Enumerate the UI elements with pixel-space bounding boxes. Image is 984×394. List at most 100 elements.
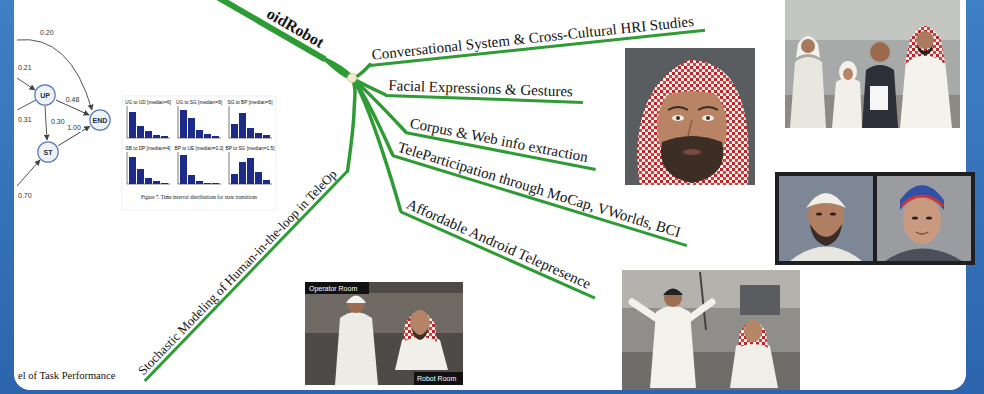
histogram-figure xyxy=(196,130,203,138)
teleoperation-video xyxy=(305,293,463,333)
histogram-figure xyxy=(137,126,144,138)
branch-topic: Facial Expressions & Gestures xyxy=(385,77,583,103)
lab-photo xyxy=(690,302,712,318)
histogram-figure xyxy=(255,133,262,138)
robot-face-photo xyxy=(655,77,730,100)
state-circle: END xyxy=(89,109,111,131)
crowd-photo xyxy=(796,36,820,58)
branch-topic: Stochastic Modeling of Human-in-the-loop… xyxy=(134,160,350,382)
crowd-photo xyxy=(870,86,888,110)
node-text: oidRobot xyxy=(264,5,327,51)
video-call-photo xyxy=(790,247,862,262)
histogram-figure xyxy=(204,134,211,138)
teleoperation-video xyxy=(403,311,437,342)
teleoperation-video xyxy=(305,282,463,385)
state-outline xyxy=(90,110,110,130)
state-diagram-lines xyxy=(17,78,35,90)
robot-face-photo xyxy=(683,149,701,155)
histogram-figure xyxy=(180,155,187,184)
branch-topic: Conversational System & Cross-Cultural H… xyxy=(368,11,705,66)
crowd-photo xyxy=(832,78,862,128)
histogram-figure xyxy=(239,113,246,138)
state-diagram-lines xyxy=(17,40,92,110)
robot-face-photo xyxy=(672,115,684,121)
state-outline xyxy=(35,85,55,105)
histogram-figure xyxy=(231,124,238,138)
histogram-figure xyxy=(161,183,168,184)
histogram-figure xyxy=(239,162,246,184)
crowd-photo xyxy=(839,61,857,83)
video-call-photo xyxy=(779,176,873,261)
crowd-photo xyxy=(862,65,898,128)
chart-panel-title: SG to BP [median=5] xyxy=(227,100,272,105)
histogram-figure xyxy=(212,183,219,184)
crowd-photo xyxy=(905,26,945,64)
video-call-photo xyxy=(912,216,918,219)
histogram-figure xyxy=(137,169,144,184)
root-branch-line xyxy=(216,0,259,21)
video-call-photo xyxy=(806,193,846,208)
histogram-figure xyxy=(204,183,211,184)
lab-photo xyxy=(622,270,800,390)
video-call-photo xyxy=(816,212,822,215)
video-call-photo xyxy=(916,232,928,234)
histogram-figure xyxy=(153,181,160,184)
transition-probability: 0.20 xyxy=(40,29,54,37)
crowd-photo xyxy=(785,0,960,128)
lab-photo xyxy=(744,320,762,342)
hub-dot xyxy=(348,74,357,83)
teleoperation-video xyxy=(346,296,366,304)
robot-face-photo xyxy=(706,116,710,120)
robot-face-photo xyxy=(625,48,755,185)
lab-photo xyxy=(664,289,682,307)
robot-face-photo xyxy=(702,115,714,121)
node-text: Affordable Android Telepresence xyxy=(404,195,593,291)
video-call-photo xyxy=(830,212,836,215)
mindmap-branch xyxy=(325,59,392,154)
lab-photo xyxy=(738,321,768,348)
histogram-figure xyxy=(263,135,270,138)
robot-face-photo xyxy=(698,107,718,110)
state-diagram-lines xyxy=(17,160,40,186)
state-diagram-lines xyxy=(17,100,36,110)
transition-probability: 1.00 xyxy=(66,124,82,132)
lab-photo xyxy=(663,289,683,296)
root-topic: oidRobot xyxy=(258,4,336,62)
robot-face-photo xyxy=(625,48,755,185)
robot-face-photo xyxy=(668,107,688,110)
video-call-photo xyxy=(877,176,971,261)
histogram-figure xyxy=(188,175,195,184)
video-call-photo xyxy=(900,185,944,210)
chart-panel-title: BP to UE [median=0.2] xyxy=(175,146,224,151)
slide-panel xyxy=(14,0,966,390)
transition-probability: 0.70 xyxy=(18,192,32,200)
video-call-photo xyxy=(885,249,962,262)
teleoperation-video xyxy=(305,282,463,385)
teleoperation-video xyxy=(335,312,378,385)
chart-panel-title: UG to UD [median=6] xyxy=(125,100,171,105)
histogram-figure xyxy=(145,131,152,138)
histogram-figure xyxy=(247,158,254,184)
histogram-figure xyxy=(188,118,195,138)
robot-face-photo xyxy=(637,60,748,185)
histogram-figure xyxy=(263,180,270,184)
histogram-figure xyxy=(122,96,276,210)
teleoperation-video xyxy=(412,328,428,340)
crowd-photo xyxy=(790,57,826,128)
crowd-photo xyxy=(870,42,890,62)
video-label: Robot Room xyxy=(417,375,456,383)
histogram-figure xyxy=(212,136,219,138)
video-call-photo xyxy=(926,216,932,219)
state-diagram-lines xyxy=(45,106,47,140)
histogram-figure xyxy=(161,136,168,138)
chart-panel-title: SB to DP [median=4] xyxy=(126,146,171,151)
video-call-photo xyxy=(810,224,842,246)
transition-probability: 0.31 xyxy=(18,116,32,124)
teleoperation-video xyxy=(305,282,369,294)
crowd-photo xyxy=(801,39,815,53)
histogram-figure xyxy=(180,110,187,138)
histogram-figure xyxy=(145,178,152,184)
robot-face-photo xyxy=(676,116,680,120)
figure-caption: Figure 7. Time interval distributions fo… xyxy=(141,195,257,201)
